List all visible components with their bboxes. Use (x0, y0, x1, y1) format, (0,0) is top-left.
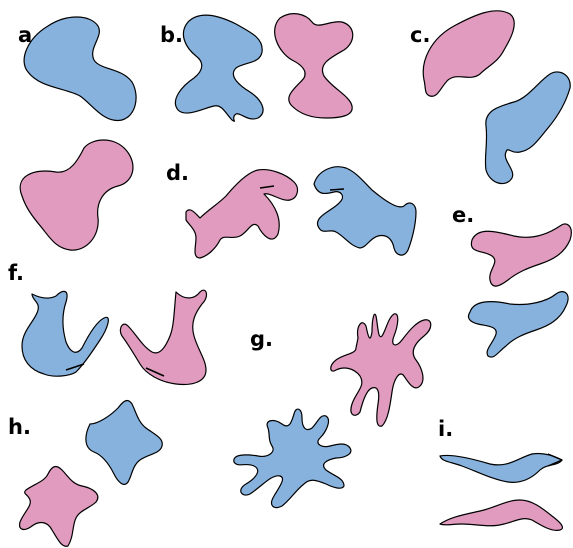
panel-d-pink-shape (186, 170, 297, 258)
label-i: i. (438, 417, 453, 441)
panel-c: c. (410, 11, 570, 184)
panel-a: a. (18, 17, 136, 250)
panel-h: h. (8, 401, 162, 547)
panel-b-pink-shape (275, 14, 353, 118)
panel-g-pink-shape (331, 314, 431, 426)
panel-c-pink-shape (423, 11, 514, 96)
panel-d-blue-shape (314, 167, 416, 255)
panel-a-blue-shape (24, 17, 136, 121)
panel-i: i. (438, 417, 562, 530)
panel-e-blue-shape (468, 292, 568, 357)
panel-f-blue-shape (22, 291, 108, 376)
panel-d: d. (166, 161, 416, 258)
panel-f: f. (8, 261, 206, 384)
label-f: f. (8, 261, 24, 285)
label-h: h. (8, 415, 31, 439)
panel-d-blue-marker (330, 189, 344, 190)
panel-f-pink-shape (120, 290, 206, 384)
panel-h-pink-shape (20, 467, 98, 547)
label-b: b. (160, 23, 183, 47)
panel-c-blue-shape (485, 72, 570, 184)
panel-i-blue-shape (440, 453, 562, 482)
label-e: e. (452, 203, 474, 227)
panel-b: b. (160, 14, 353, 122)
panel-e: e. (452, 203, 571, 357)
label-g: g. (250, 327, 273, 351)
panel-g: g. (234, 314, 431, 508)
label-d: d. (166, 161, 189, 185)
panel-g-blue-shape (234, 409, 351, 507)
panel-b-blue-shape (175, 15, 263, 121)
label-c: c. (410, 23, 430, 47)
panel-i-pink-shape (440, 500, 562, 530)
panel-h-blue-shape (86, 401, 162, 485)
panel-e-pink-shape (471, 224, 571, 286)
panel-a-pink-shape (20, 140, 133, 250)
